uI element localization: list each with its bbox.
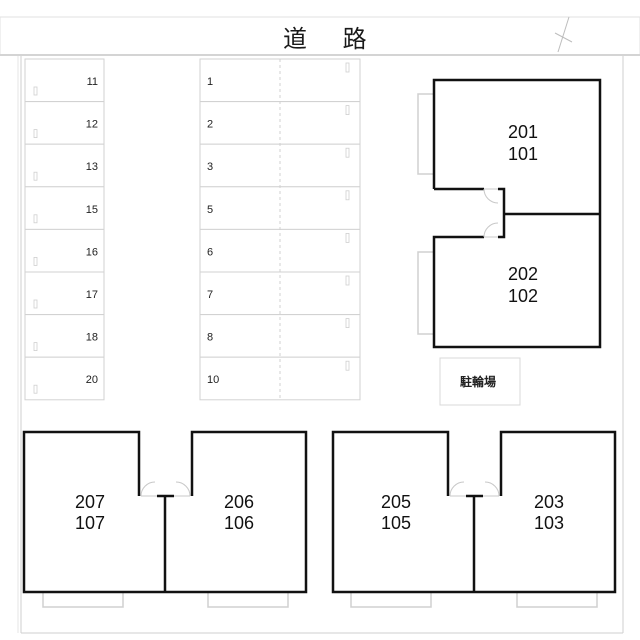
unit-201: 201: [508, 122, 538, 142]
unit-107: 107: [75, 513, 105, 533]
parking-slot-number: 2: [207, 119, 213, 131]
parking-slot: 13: [24, 143, 105, 188]
unit-205: 205: [381, 492, 411, 512]
wheel-stop-icon: [345, 318, 350, 329]
parking-slot-number: 7: [207, 289, 213, 301]
parking-slot-number: 17: [86, 289, 98, 301]
parking-slot-number: 13: [86, 161, 98, 173]
parking-slot-number: 11: [87, 76, 98, 88]
parking-slot-number: 5: [207, 204, 213, 216]
parking-slot-number: 16: [86, 246, 98, 258]
site-boundary: [17, 56, 624, 634]
unit-207: 207: [75, 492, 105, 512]
wheel-stop-icon: [345, 190, 350, 201]
wheel-stop-icon: [33, 342, 38, 352]
unit-102: 102: [508, 286, 538, 306]
parking-left-column: 11 12 13 15 16 17 18 20: [24, 58, 105, 401]
parking-slot: 17: [24, 271, 105, 316]
bicycle-parking-label: 駐輪場: [460, 374, 496, 389]
unit-106: 106: [224, 513, 254, 533]
road: 道 路: [0, 16, 640, 56]
wheel-stop-icon: [33, 86, 38, 96]
parking-slot-number: 1: [207, 76, 213, 88]
wheel-stop-icon: [345, 147, 350, 158]
parking-slot-number: 6: [207, 246, 213, 258]
parking-right-column: 1 2 3 5 6 7 8 10: [199, 58, 361, 401]
parking-slot: 18: [24, 314, 105, 358]
wheel-stop-icon: [33, 214, 38, 224]
wheel-stop-icon: [33, 256, 38, 266]
wheel-stop-icon: [345, 232, 350, 243]
wheel-stop-icon: [33, 171, 38, 181]
unit-101: 101: [508, 144, 538, 164]
parking-slot-number: 10: [207, 374, 219, 386]
unit-105: 105: [381, 513, 411, 533]
unit-206: 206: [224, 492, 254, 512]
north-arrow-icon: [554, 16, 573, 53]
road-label: 道 路: [283, 25, 381, 53]
wheel-stop-icon: [345, 360, 350, 371]
parking-slot: 12: [24, 101, 105, 145]
parking-slot: 15: [24, 186, 105, 230]
parking-slot-number: 8: [207, 332, 213, 344]
wheel-stop-icon: [345, 275, 350, 286]
building-east: 201 101 202 102: [417, 78, 602, 349]
bicycle-parking: 駐輪場: [439, 357, 521, 406]
parking-slot: 20: [24, 356, 105, 401]
unit-103: 103: [534, 513, 564, 533]
parking-slot: 11: [24, 58, 105, 103]
parking-slot-number: 3: [207, 161, 213, 173]
wheel-stop-icon: [33, 129, 38, 139]
parking-slot-number: 12: [86, 119, 98, 131]
building-south-east: 205 105 203 103: [331, 430, 617, 608]
wheel-stop-icon: [345, 105, 350, 115]
building-south-west: 207 107 206 106: [22, 430, 308, 608]
parking-slot-number: 15: [86, 204, 98, 216]
unit-202: 202: [508, 264, 538, 284]
wheel-stop-icon: [33, 384, 38, 394]
wheel-stop-icon: [33, 299, 38, 309]
unit-203: 203: [534, 492, 564, 512]
parking-slot-number: 20: [86, 374, 98, 386]
parking-slot-number: 18: [86, 332, 98, 344]
parking-slot: 16: [24, 228, 105, 273]
wheel-stop-icon: [345, 62, 350, 73]
